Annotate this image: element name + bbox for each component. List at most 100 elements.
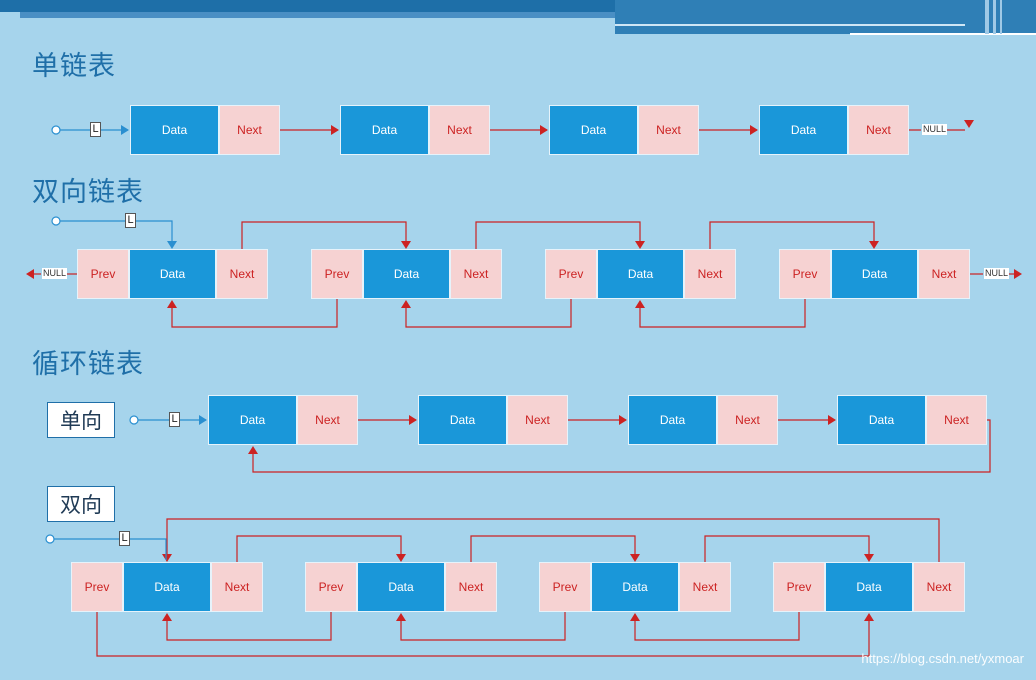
arrowhead — [167, 241, 177, 249]
node-prev: Prev — [779, 249, 831, 299]
null-label: NULL — [922, 124, 948, 135]
arrowhead — [619, 415, 627, 425]
arrowhead — [964, 120, 974, 128]
arrowhead — [1014, 269, 1022, 279]
head-label: L — [125, 213, 136, 228]
node-prev: Prev — [71, 562, 123, 612]
node-data: Data — [130, 105, 219, 155]
node-next: Next — [918, 249, 970, 299]
circular-linked-list-title: 循环链表 — [32, 349, 144, 380]
arrowhead — [396, 613, 406, 621]
arrowhead — [396, 554, 406, 562]
node-data: Data — [549, 105, 638, 155]
pointer-dot — [129, 415, 139, 425]
watermark: https://blog.csdn.net/yxmoar — [861, 651, 1024, 666]
arrowhead — [167, 300, 177, 308]
arrowhead — [162, 554, 172, 562]
node-next: Next — [429, 105, 490, 155]
node-data: Data — [418, 395, 507, 445]
null-label: NULL — [984, 268, 1010, 279]
node-next: Next — [297, 395, 358, 445]
head-label: L — [169, 412, 180, 427]
node-next: Next — [507, 395, 568, 445]
doubly-linked-list-title: 双向链表 — [32, 177, 144, 208]
arrowhead — [248, 446, 258, 454]
node-data: Data — [837, 395, 926, 445]
singly-linked-list-title: 单链表 — [32, 51, 116, 82]
node-data: Data — [597, 249, 684, 299]
prev-link — [634, 607, 800, 641]
node-next: Next — [926, 395, 987, 445]
arrowhead — [630, 554, 640, 562]
next-link — [704, 535, 870, 568]
arrowhead — [828, 415, 836, 425]
next-link — [236, 535, 402, 568]
node-data: Data — [363, 249, 450, 299]
node-next: Next — [211, 562, 263, 612]
arrowhead — [401, 300, 411, 308]
arrowhead — [401, 241, 411, 249]
node-next: Next — [679, 562, 731, 612]
node-next: Next — [445, 562, 497, 612]
node-data: Data — [759, 105, 848, 155]
prev-link — [405, 294, 572, 328]
arrowhead — [864, 554, 874, 562]
node-data: Data — [357, 562, 445, 612]
head-label: L — [119, 531, 130, 546]
node-prev: Prev — [773, 562, 825, 612]
node-next: Next — [216, 249, 268, 299]
top-banner — [0, 0, 1036, 35]
arrowhead — [630, 613, 640, 621]
node-data: Data — [208, 395, 297, 445]
arrowhead — [331, 125, 339, 135]
arrowhead — [635, 241, 645, 249]
next-link — [166, 518, 940, 568]
prev-link — [400, 607, 566, 641]
head-pointer-line — [54, 538, 167, 560]
arrowhead — [540, 125, 548, 135]
next-link — [470, 535, 636, 568]
node-next: Next — [638, 105, 699, 155]
arrowhead — [162, 613, 172, 621]
arrowhead — [750, 125, 758, 135]
circular-one-way-tag: 单向 — [47, 402, 115, 438]
node-data: Data — [831, 249, 918, 299]
head-label: L — [90, 122, 101, 137]
arrowhead — [26, 269, 34, 279]
node-prev: Prev — [311, 249, 363, 299]
node-prev: Prev — [77, 249, 129, 299]
pointer-dot — [51, 125, 61, 135]
prev-link — [639, 294, 806, 328]
prev-link — [171, 294, 338, 328]
null-label: NULL — [42, 268, 68, 279]
pointer-dot — [51, 216, 61, 226]
node-next: Next — [219, 105, 280, 155]
node-data: Data — [591, 562, 679, 612]
next-link — [475, 221, 641, 256]
arrowhead — [199, 415, 207, 425]
next-link — [241, 221, 407, 256]
pointer-dot — [45, 534, 55, 544]
arrowhead — [635, 300, 645, 308]
node-next: Next — [684, 249, 736, 299]
node-prev: Prev — [305, 562, 357, 612]
prev-link — [96, 607, 870, 657]
arrowhead — [864, 613, 874, 621]
node-next: Next — [450, 249, 502, 299]
arrowhead — [409, 415, 417, 425]
node-next: Next — [848, 105, 909, 155]
circular-two-way-tag: 双向 — [47, 486, 115, 522]
node-next: Next — [913, 562, 965, 612]
node-next: Next — [717, 395, 778, 445]
arrowhead — [121, 125, 129, 135]
head-pointer-line — [60, 220, 173, 247]
node-prev: Prev — [545, 249, 597, 299]
node-data: Data — [129, 249, 216, 299]
node-data: Data — [340, 105, 429, 155]
arrowhead — [869, 241, 879, 249]
node-prev: Prev — [539, 562, 591, 612]
next-link — [709, 221, 875, 256]
node-data: Data — [123, 562, 211, 612]
node-data: Data — [628, 395, 717, 445]
node-data: Data — [825, 562, 913, 612]
